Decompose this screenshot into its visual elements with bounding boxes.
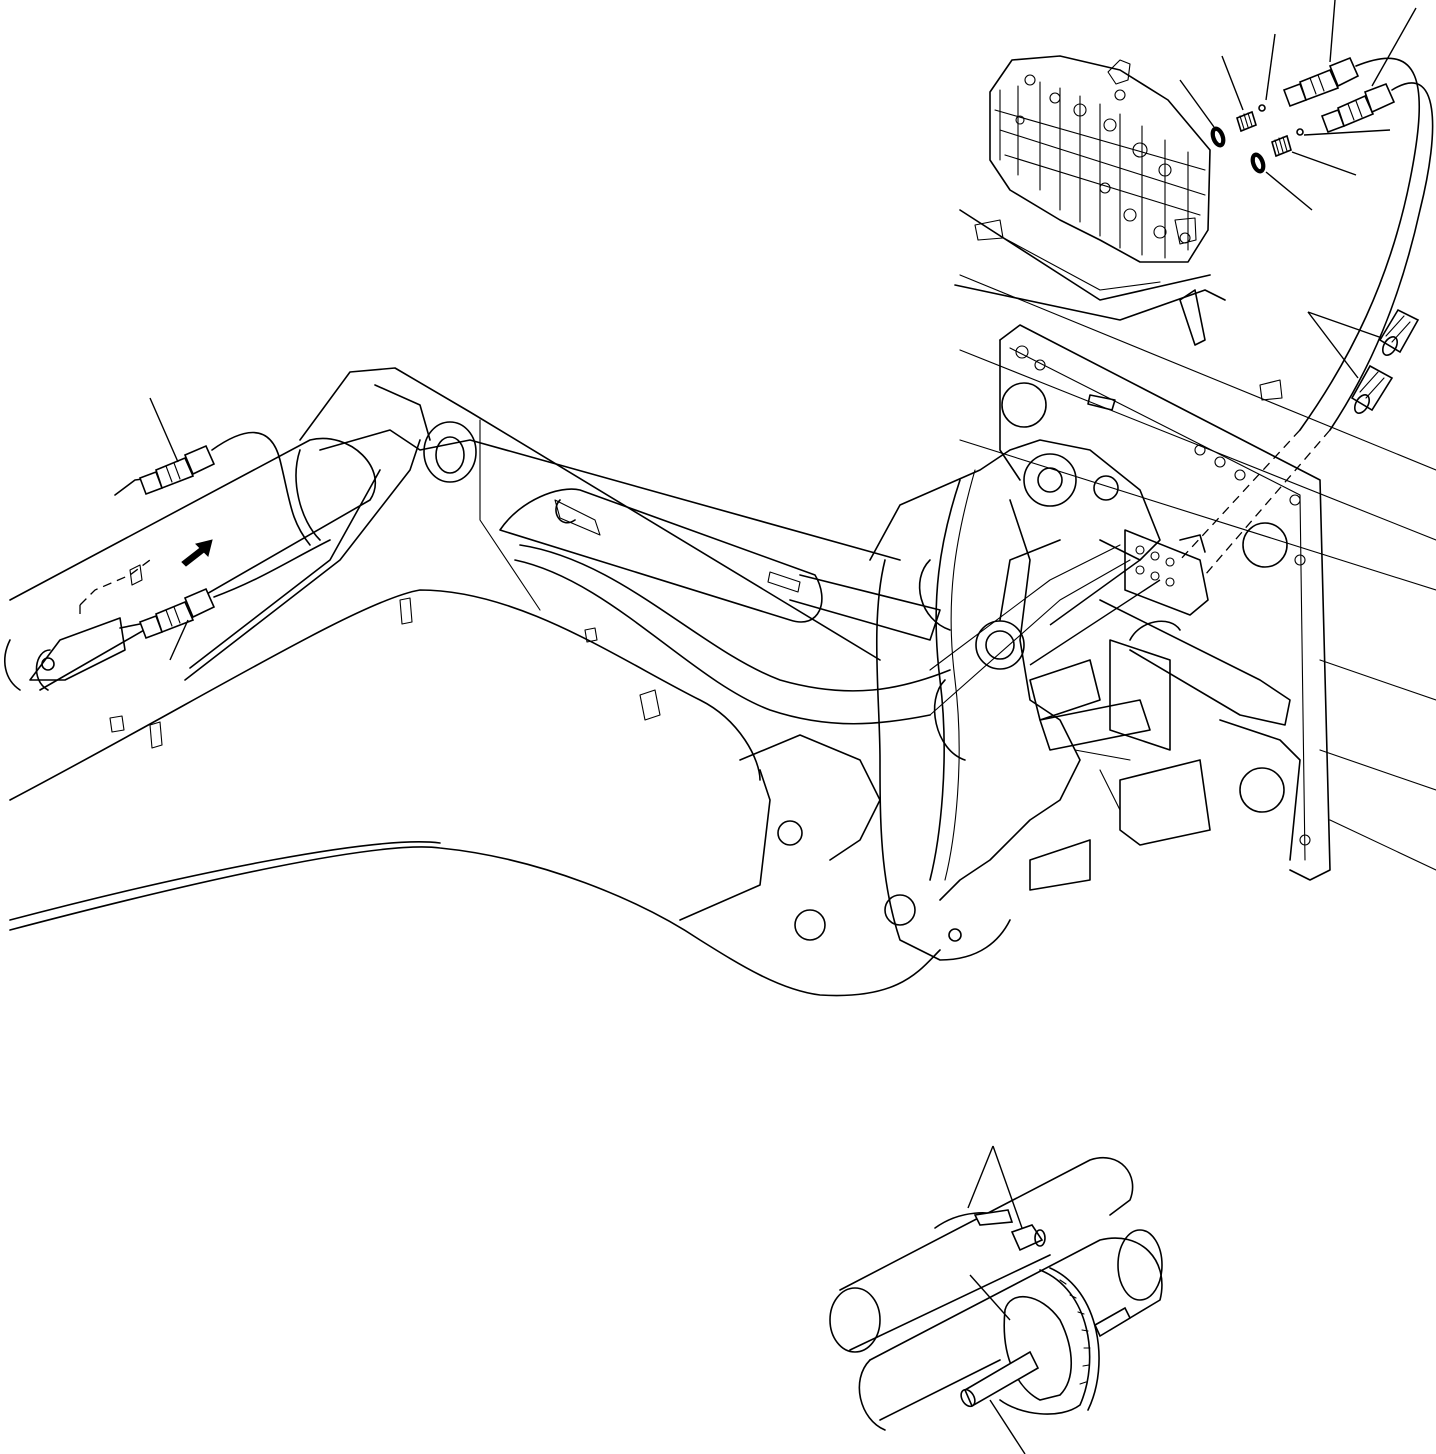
leader-line bbox=[1029, 579, 1161, 666]
callout-leaders bbox=[149, 0, 1417, 1454]
leader-line bbox=[1307, 311, 1359, 379]
leader-line bbox=[1179, 79, 1215, 128]
boom-piping-block bbox=[1124, 529, 1209, 616]
hose-clamps-on-boom bbox=[109, 597, 661, 749]
leader-line bbox=[989, 1399, 1026, 1454]
o-ring-large-upper bbox=[1210, 126, 1226, 148]
leader-line bbox=[1291, 151, 1357, 176]
leader-line bbox=[1265, 33, 1276, 101]
leader-line bbox=[169, 619, 189, 661]
leader-line bbox=[1221, 55, 1244, 111]
hose-protector-sleeves bbox=[1350, 308, 1420, 414]
boom-arm bbox=[9, 367, 941, 997]
quick-coupler-upper bbox=[1282, 56, 1360, 108]
boom-hose-lines bbox=[514, 544, 1131, 725]
detail-pipe-clamp bbox=[829, 1157, 1163, 1431]
adapter-fitting-lower bbox=[1271, 128, 1304, 158]
clamp-bolt bbox=[960, 1306, 1132, 1408]
leader-line bbox=[1371, 7, 1417, 87]
leader-line bbox=[149, 397, 179, 463]
leader-line bbox=[1329, 0, 1336, 63]
leader-line bbox=[992, 1145, 1023, 1229]
front-frame bbox=[959, 274, 1436, 881]
leader-line bbox=[1265, 171, 1313, 211]
hydraulic-hose-pair bbox=[1179, 57, 1434, 576]
clamp-spacer-parts bbox=[934, 1209, 1046, 1252]
quick-coupler-cylinder-upper bbox=[138, 431, 311, 546]
control-valve-assembly bbox=[989, 55, 1211, 263]
leader-line bbox=[1303, 129, 1391, 136]
o-ring-large-lower bbox=[1250, 152, 1266, 174]
quick-coupler-cylinder-lower bbox=[119, 539, 331, 640]
clamp-band bbox=[999, 1267, 1100, 1415]
quick-coupler-lower bbox=[1320, 82, 1396, 134]
leader-line bbox=[1049, 559, 1141, 626]
leader-line bbox=[969, 1274, 1011, 1321]
loader-pivot-bracket bbox=[869, 439, 1301, 961]
leader-line bbox=[967, 1145, 994, 1209]
direction-arrow bbox=[181, 539, 213, 567]
leader-line bbox=[1307, 311, 1383, 339]
valve-mount-plate bbox=[954, 209, 1226, 346]
boom-cylinder bbox=[499, 488, 941, 641]
adapter-fitting-upper bbox=[1236, 104, 1266, 133]
